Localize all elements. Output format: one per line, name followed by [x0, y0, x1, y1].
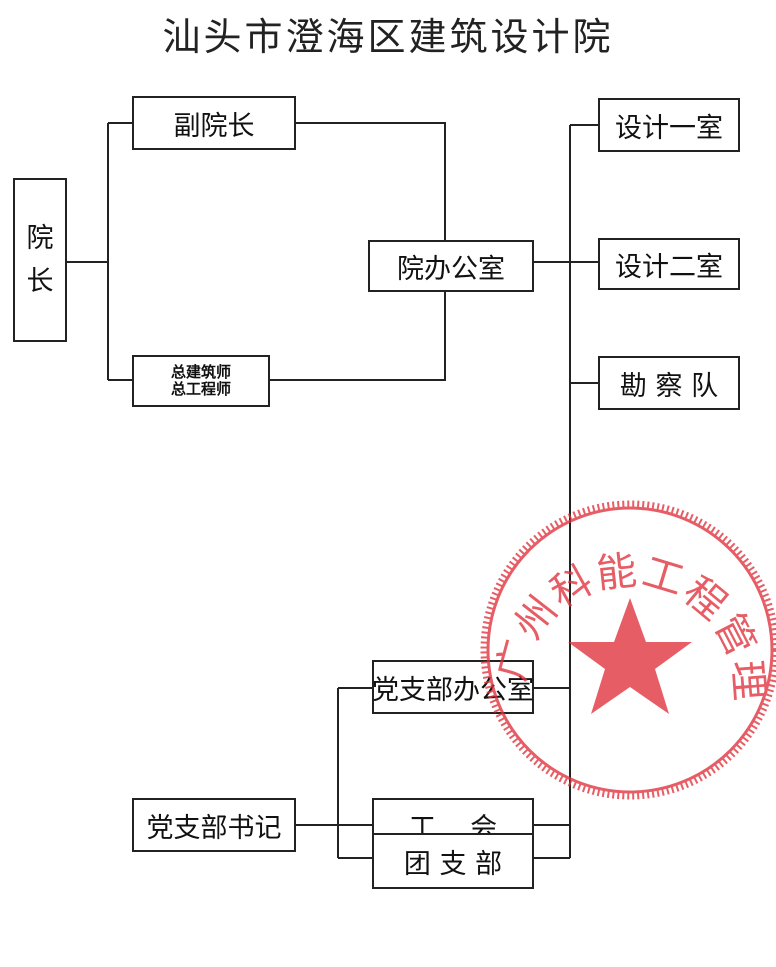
youth-league-box: 团 支 部 [372, 833, 534, 889]
party-office-box: 党支部办公室 [372, 660, 534, 714]
survey-team-box: 勘 察 队 [598, 356, 740, 410]
design-room-2-box: 设计二室 [598, 238, 740, 290]
president-char-1: 院 [26, 222, 54, 254]
chief-architect-label: 总建筑师 [170, 362, 231, 381]
page-title: 汕头市澄海区建筑设计院 [162, 15, 614, 59]
vice-president-box: 副院长 [132, 96, 296, 150]
president-box: 院 长 [13, 178, 67, 342]
chief-engineers-box: 总建筑师 总工程师 [132, 355, 270, 407]
party-secretary-box: 党支部书记 [132, 798, 296, 852]
design-room-1-box: 设计一室 [598, 98, 740, 152]
office-box: 院办公室 [368, 240, 534, 292]
star-icon [568, 598, 692, 714]
president-char-2: 长 [26, 266, 54, 297]
chief-engineer-label: 总工程师 [170, 380, 231, 398]
company-seal-stamp: 广州科能工程管理有限公司 [470, 490, 776, 800]
